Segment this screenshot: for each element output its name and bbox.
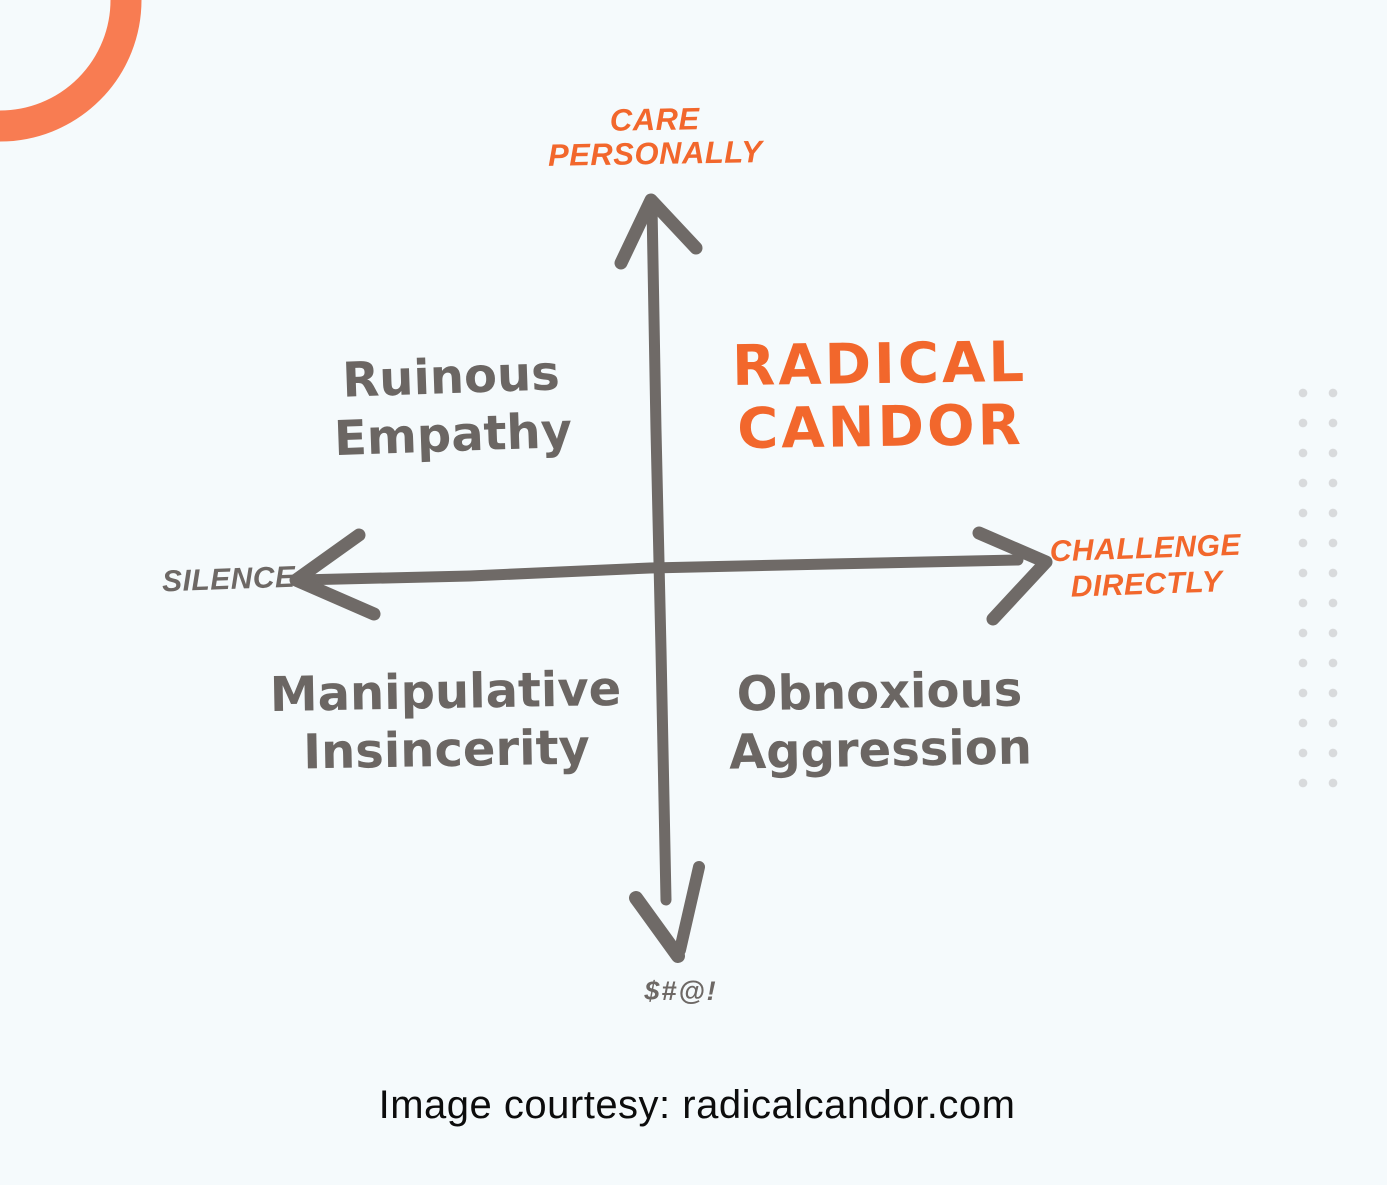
- quadrant-manipulative-insincerity-line2: Insincerity: [302, 719, 591, 781]
- image-courtesy-caption: Image courtesy: radicalcandor.com: [378, 1083, 1016, 1127]
- quadrant-radical-candor-line2: CANDOR: [736, 393, 1025, 462]
- axis-label-challenge-directly: CHALLENGE DIRECTLY: [1049, 528, 1243, 607]
- quadrant-ruinous-empathy-line2: Empathy: [333, 402, 573, 468]
- quadrant-obnoxious-aggression-line2: Aggression: [728, 719, 1033, 781]
- corner-arc-icon: [0, 0, 142, 142]
- quadrant-manipulative-insincerity-line1: Manipulative: [269, 660, 622, 724]
- axis-label-silence: SILENCE: [161, 560, 297, 599]
- quadrant-ruinous-empathy-line1: Ruinous: [341, 345, 561, 409]
- quadrant-radical-candor-line1: RADICAL: [731, 329, 1028, 400]
- axis-label-swear: $#@!: [644, 976, 718, 1006]
- quadrant-label-radical-candor: RADICAL CANDOR: [731, 329, 1029, 462]
- quadrant-obnoxious-aggression-line1: Obnoxious: [736, 661, 1023, 723]
- vertical-axis-arrow-icon: [614, 193, 705, 963]
- horizontal-axis-arrow-icon: [289, 526, 1053, 626]
- axis-label-care-line1: CARE: [609, 101, 700, 138]
- quadrant-label-manipulative-insincerity: Manipulative Insincerity: [269, 660, 622, 782]
- quadrant-label-ruinous-empathy: Ruinous Empathy: [331, 344, 573, 468]
- dot-grid-decoration: [1288, 378, 1348, 798]
- axis-label-challenge-line2: DIRECTLY: [1070, 565, 1224, 604]
- axis-label-care-personally: CARE PERSONALLY: [547, 101, 763, 173]
- axis-label-care-line2: PERSONALLY: [547, 134, 763, 173]
- quadrant-label-obnoxious-aggression: Obnoxious Aggression: [728, 660, 1033, 781]
